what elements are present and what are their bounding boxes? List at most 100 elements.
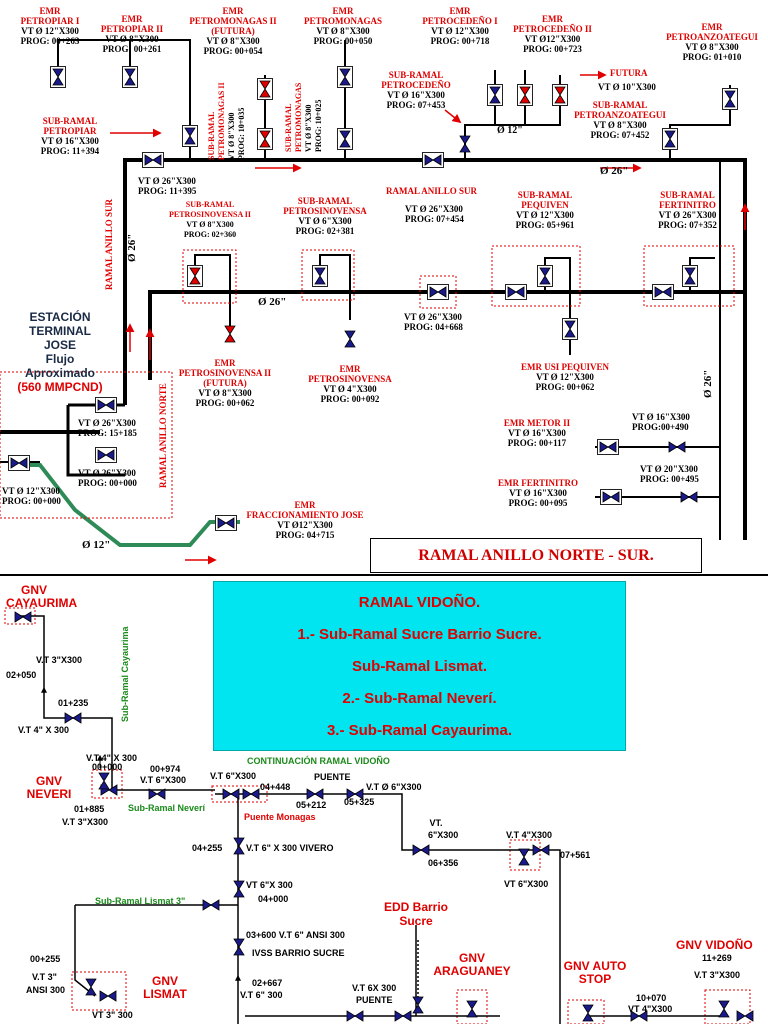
vt6-f: V.T 6" 300 [240,990,283,1000]
vt4-300: V.T 4" X 300 [18,725,69,735]
ramal-anillo-norte-rot: RAMAL ANILLO NORTE [158,383,168,488]
prog-02050: 02+050 [6,670,37,680]
puente-monagas: Puente Monagas [244,812,316,822]
futura-label: FUTURA [610,68,648,78]
prog-03600: 03+600 V.T 6" ANSI 300 [246,930,345,940]
title-line-3: Sub-Ramal Lismat. [351,657,488,675]
title-line-1: RAMAL VIDOÑO. [358,593,481,611]
prog-01885: 01+885 [74,804,105,814]
vt6-a: V.T 6"X300 [140,775,186,785]
vt4-b: V.T 4"X300 [506,830,552,840]
vt4-x300: V.T 4" X 300 [86,753,137,763]
vt6-c: V.T Ø 6"X300 [366,782,422,792]
vt6-e: VT 6"X 300 [246,880,293,890]
prog-00000: 00+000 [92,762,123,772]
vt3-neveri: V.T 3"X300 [62,817,108,827]
sub-ramal-cayaurima-rot: Sub-Ramal Cayaurima [120,626,130,722]
vt6x300: V.T 6X 300 [352,983,397,993]
ramal-anillo-sur-rot: RAMAL ANILLO SUR [104,198,114,290]
dotted-boxes [0,245,751,1024]
vt4-c: VT 4"X300 [628,1004,673,1014]
vt6-vivero: V.T 6" X 300 VIVERO [246,843,334,853]
prog-05325: 05+325 [344,797,375,807]
vt6-d: VT 6"X300 [504,879,549,889]
gnv-vidono: GNV VIDOÑO [676,938,753,952]
prog-01235: 01+235 [58,698,89,708]
futura-vt: VT Ø 10"X300 [598,82,656,92]
green-pipe-12 [8,463,240,547]
title-line-2: 1.- Sub-Ramal Sucre Barrio Sucre. [297,625,542,643]
prog-11269: 11+269 [702,953,732,963]
vt-6-label: VT. [429,818,443,828]
puente-label: PUENTE [314,772,351,782]
diameter-26-right: Ø 26" [702,369,714,398]
puente-2: PUENTE [356,995,393,1005]
vt6-b: V.T 6"X300 [210,771,256,781]
vt3-cayaurima: V.T 3"X300 [36,655,82,665]
flow-arrows [110,70,750,565]
prog-00974: 00+974 [150,764,181,774]
ivss-barrio-sucre: IVSS BARRIO SUCRE [252,948,345,958]
diameter-26-left: Ø 26" [126,233,138,262]
prog-05212: 05+212 [296,800,327,810]
diameter-26-top: Ø 26" [600,165,629,177]
ramal-anillo-norte-sur-title: RAMAL ANILLO NORTE - SUR. [370,538,702,573]
prog-10070: 10+070 [636,993,667,1003]
continuacion-ramal-vidono: CONTINUACIÓN RAMAL VIDOÑO [247,756,390,766]
sub-ramal-neveri: Sub-Ramal Neverí [128,803,206,813]
diameter-12-bottom: Ø 12" [82,539,111,551]
prog-07561: 07+561 [560,850,591,860]
ramal-anillo-sur-label: RAMAL ANILLO SUR [386,186,478,196]
bottom-pipes [20,615,720,1024]
prog-04000: 04+000 [258,894,289,904]
prog-04448: 04+448 [260,782,291,792]
diameter-12-petrocedeno: Ø 12" [497,125,523,136]
prog-04255: 04+255 [192,843,223,853]
vt3-300: VT 3" 300 [92,1010,133,1020]
prog-02667: 02+667 [252,978,283,988]
diameter-26-mid: Ø 26" [258,296,287,308]
vt3-vidono: V.T 3"X300 [694,970,740,980]
sub-ramal-lismat: Sub-Ramal Lismat 3" [95,896,186,906]
vt3-ansi: V.T 3" [32,972,57,982]
ramal-vidono-title-box: RAMAL VIDOÑO. 1.- Sub-Ramal Sucre Barrio… [213,581,626,751]
title-line-4: 2.- Sub-Ramal Neverí. [342,689,497,707]
ansi300: ANSI 300 [26,985,66,995]
prog-00255: 00+255 [30,954,61,964]
